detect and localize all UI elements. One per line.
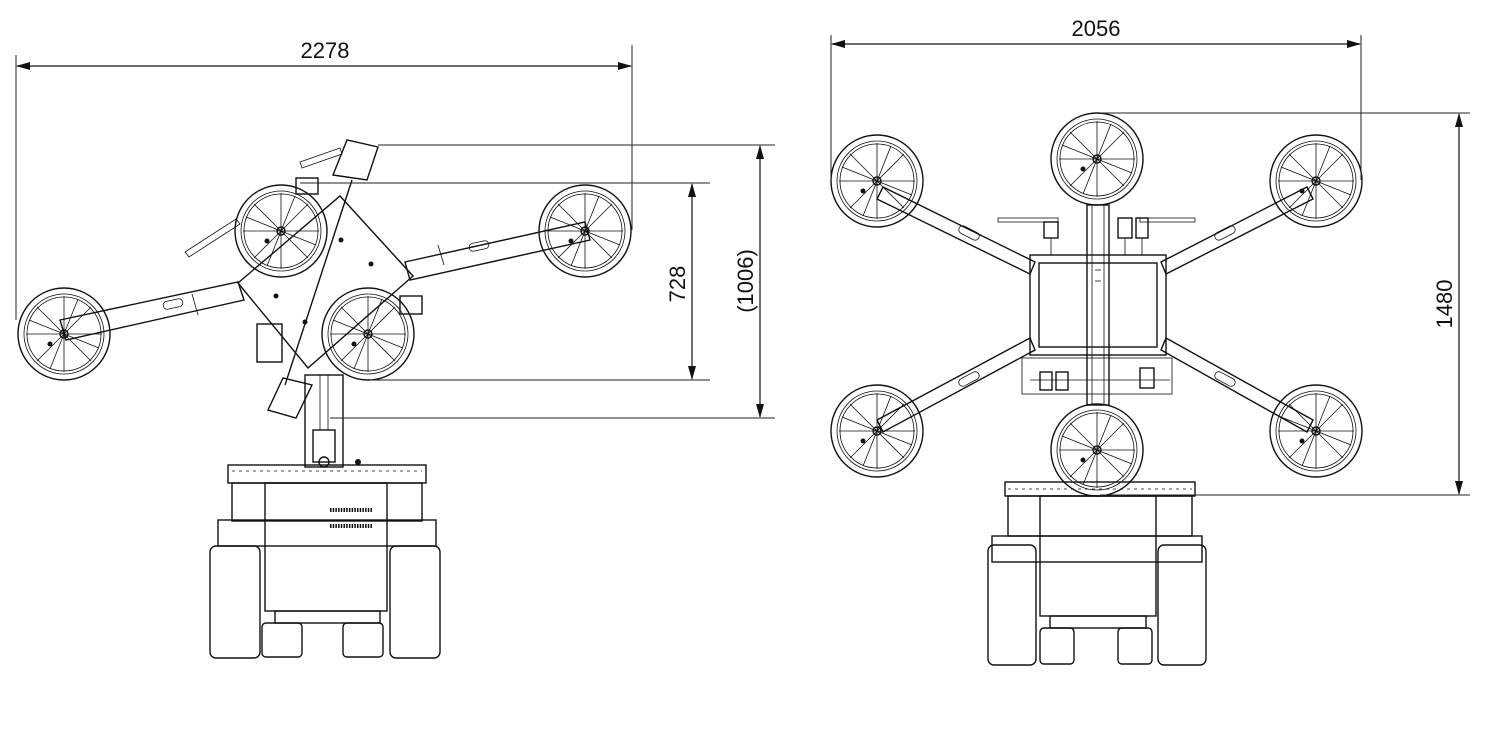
dimension-overall-width-left: 2278 <box>301 38 350 63</box>
dimension-overall-width-right: 2056 <box>1072 16 1121 41</box>
vehicle-body-right <box>987 481 1207 666</box>
dimension-overall-height: 1480 <box>1432 280 1457 329</box>
mast-right <box>1086 204 1110 406</box>
extension-lines-left <box>15 45 775 419</box>
dimension-lines-left <box>16 62 764 418</box>
suction-pad-icon <box>1050 403 1144 497</box>
suction-pad-icon <box>830 384 924 478</box>
suction-pads-right <box>830 112 1363 497</box>
rotated-view: 2278 728 (1006) <box>15 38 775 659</box>
suction-pad-icon <box>17 287 111 381</box>
suction-pad-icon <box>830 134 924 228</box>
suction-pads-left <box>17 184 632 381</box>
arms-right <box>876 186 1314 433</box>
suction-pad-icon <box>321 287 415 381</box>
suction-pad-icon <box>1269 134 1363 228</box>
suction-pad-icon <box>234 184 328 278</box>
center-frame-right <box>997 217 1196 395</box>
dimension-lines-right <box>831 40 1463 495</box>
dimension-reference-height: (1006) <box>733 249 758 313</box>
straight-view: 2056 1480 <box>830 16 1470 666</box>
suction-pad-icon <box>538 184 632 278</box>
mast-left <box>304 374 361 468</box>
suction-pad-icon <box>1050 112 1144 206</box>
extension-lines-right <box>830 35 1470 496</box>
dimension-pad-span: 728 <box>665 266 690 303</box>
rotated-frame <box>237 139 423 419</box>
suction-pad-icon <box>1269 384 1363 478</box>
vehicle-body-left <box>209 464 441 659</box>
